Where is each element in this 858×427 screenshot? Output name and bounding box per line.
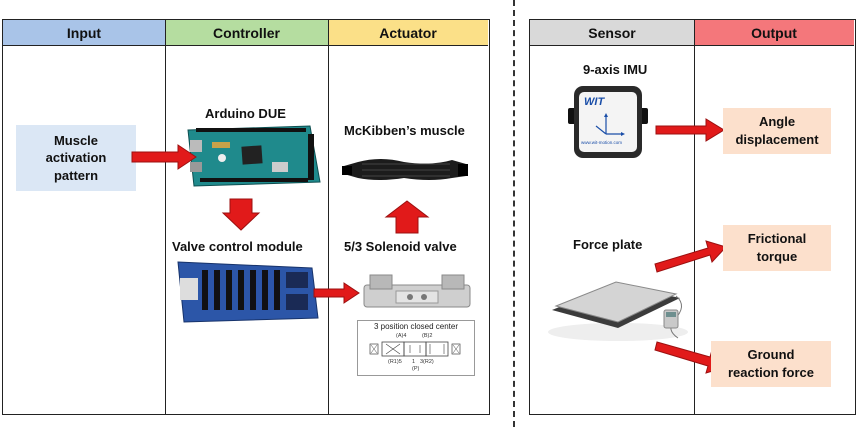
- mckibben-muscle-label: McKibben’s muscle: [344, 123, 465, 138]
- header-actuator: Actuator: [328, 20, 488, 46]
- divider-input-controller: [165, 20, 166, 414]
- output-torque-line-2: torque: [756, 249, 798, 264]
- output-angle-displacement: Angle displacement: [723, 108, 831, 154]
- output-torque-line-1: Frictional: [747, 231, 807, 247]
- header-input: Input: [3, 20, 165, 46]
- panel-separator: [513, 0, 515, 427]
- arrow-arduino-to-valve-module: [221, 198, 261, 231]
- imu-label: 9-axis IMU: [583, 62, 648, 77]
- schematic-title: 3 position closed center: [373, 322, 459, 331]
- mckibben-muscle-icon: [342, 159, 468, 180]
- imu-brand: WIT: [584, 96, 605, 108]
- input-line-1: Muscle: [53, 132, 99, 148]
- valve-schematic: 3 position closed center (A)4 (B)2 (R1)5…: [357, 320, 475, 376]
- output-angle-line-1: Angle: [758, 114, 796, 130]
- arduino-due-label: Arduino DUE: [205, 106, 286, 121]
- arduino-board-icon: [187, 125, 321, 187]
- solenoid-valve-icon: [363, 274, 471, 308]
- valve-control-module-icon: [177, 261, 319, 323]
- schematic-port-b2: (B)2: [422, 333, 433, 339]
- force-plate-icon: [548, 281, 688, 341]
- header-controller: Controller: [165, 20, 328, 46]
- input-line-2: activation: [45, 150, 107, 166]
- divider-controller-actuator: [328, 20, 329, 414]
- schematic-port-a4: (A)4: [396, 333, 407, 339]
- schematic-port-r1: (R1)5: [388, 359, 402, 365]
- output-frictional-torque: Frictional torque: [723, 225, 831, 271]
- schematic-port-p: (P): [412, 366, 420, 372]
- valve-control-module-label: Valve control module: [172, 239, 303, 254]
- output-grf-line-1: Ground: [747, 347, 795, 363]
- header-output: Output: [694, 20, 854, 46]
- force-plate-label: Force plate: [573, 237, 643, 252]
- output-ground-reaction-force: Ground reaction force: [711, 341, 831, 387]
- arrow-plate-to-torque: [654, 240, 727, 273]
- schematic-symbol-icon: [369, 341, 461, 357]
- arrow-input-to-arduino: [131, 144, 197, 170]
- schematic-port-1: 1: [412, 359, 416, 365]
- schematic-port-r2: 3(R2): [420, 359, 434, 365]
- imu-axis-icon: [595, 113, 625, 136]
- input-line-3: pattern: [53, 167, 99, 183]
- muscle-activation-box: Muscle activation pattern: [16, 125, 136, 191]
- imu-device-icon: WIT www.wit-motion.com: [568, 86, 648, 160]
- header-sensor: Sensor: [530, 20, 694, 46]
- output-grf-line-2: reaction force: [728, 365, 814, 380]
- arrow-imu-to-angle: [655, 118, 725, 142]
- divider-sensor-output: [694, 20, 695, 414]
- arrow-module-to-valve: [313, 282, 360, 304]
- solenoid-valve-label: 5/3 Solenoid valve: [344, 239, 457, 254]
- imu-url: www.wit-motion.com: [581, 140, 623, 145]
- arrow-valve-to-muscle: [384, 200, 430, 234]
- output-angle-line-2: displacement: [735, 132, 819, 147]
